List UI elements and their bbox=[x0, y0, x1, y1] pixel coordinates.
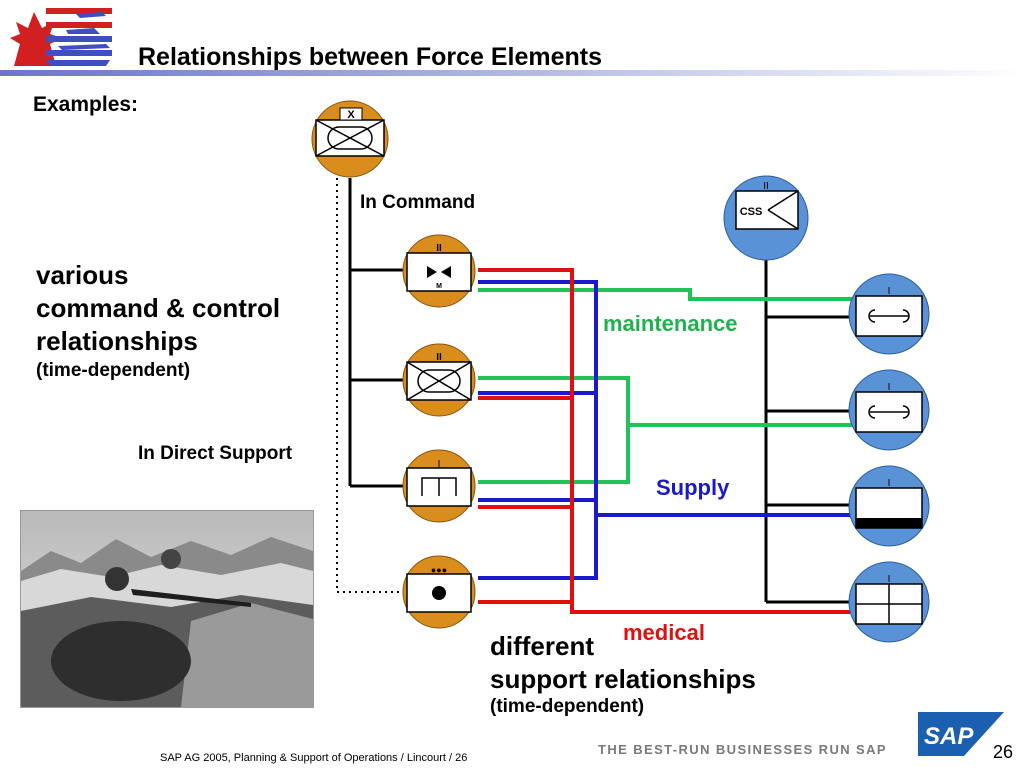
sap-logo-text: SAP bbox=[924, 723, 974, 750]
support-relationships-line: support relationships bbox=[490, 664, 756, 694]
time-dependent-line-2: (time-dependent) bbox=[490, 696, 645, 717]
sap-logo: SAP bbox=[918, 712, 1004, 756]
maint-bn-letter: M bbox=[436, 283, 442, 290]
medical-lines bbox=[478, 268, 856, 614]
supply-company-symbol bbox=[848, 465, 930, 547]
in-command-label: In Command bbox=[360, 192, 476, 213]
engineer-company-symbol bbox=[402, 449, 476, 523]
armour-bn-echelon-mark: II bbox=[436, 352, 442, 363]
sap-slogan: THE BEST-RUN BUSINESSES RUN SAP bbox=[598, 742, 887, 757]
brigade-unit-symbol bbox=[311, 100, 389, 178]
maint-coy1-echelon-mark: I bbox=[888, 286, 891, 297]
title-rule bbox=[0, 70, 1024, 76]
maint-bn-echelon-mark: II bbox=[436, 243, 442, 254]
maintenance-company-symbol-2 bbox=[848, 369, 930, 451]
various-line: various bbox=[36, 260, 129, 290]
direct-support-line bbox=[336, 178, 404, 593]
page-number: 26 bbox=[993, 742, 1014, 762]
transport-coy-echelon-mark: I bbox=[888, 574, 891, 585]
medical-unit-symbol bbox=[402, 555, 476, 629]
time-dependent-line: (time-dependent) bbox=[36, 360, 191, 381]
maintenance-company-symbol-1 bbox=[848, 273, 930, 355]
support-relationships-text: different support relationships (time-de… bbox=[490, 630, 756, 718]
css-echelon-mark: II bbox=[763, 181, 769, 192]
relationships-line: relationships bbox=[36, 326, 198, 356]
maintenance-lines bbox=[478, 288, 856, 484]
brigade-echelon-mark: X bbox=[347, 109, 355, 121]
transport-company-symbol bbox=[848, 561, 930, 643]
css-unit-symbol bbox=[723, 175, 809, 261]
different-line: different bbox=[490, 631, 594, 661]
armoured-battalion-symbol bbox=[402, 343, 476, 417]
engineer-coy-echelon-mark: I bbox=[438, 459, 441, 470]
canadian-forces-logo bbox=[10, 8, 112, 66]
supply-label: Supply bbox=[656, 475, 730, 500]
command-relationships-text: various command & control relationships … bbox=[36, 259, 280, 382]
supply-coy-echelon-mark: I bbox=[888, 478, 891, 489]
soldiers-photo bbox=[20, 510, 314, 708]
in-direct-support-label: In Direct Support bbox=[138, 443, 293, 464]
slide-title: Relationships between Force Elements bbox=[138, 43, 603, 71]
command-control-line: command & control bbox=[36, 293, 281, 323]
maintenance-battalion-symbol bbox=[402, 234, 476, 308]
examples-label: Examples: bbox=[33, 93, 139, 116]
maintenance-label: maintenance bbox=[603, 311, 738, 336]
medical-label: medical bbox=[623, 620, 705, 645]
supply-lines bbox=[478, 280, 856, 580]
footer-text: SAP AG 2005, Planning & Support of Opera… bbox=[160, 752, 468, 764]
maint-coy2-echelon-mark: I bbox=[888, 382, 891, 393]
css-label: CSS bbox=[740, 206, 763, 218]
medical-echelon-mark: ●●● bbox=[431, 565, 447, 575]
